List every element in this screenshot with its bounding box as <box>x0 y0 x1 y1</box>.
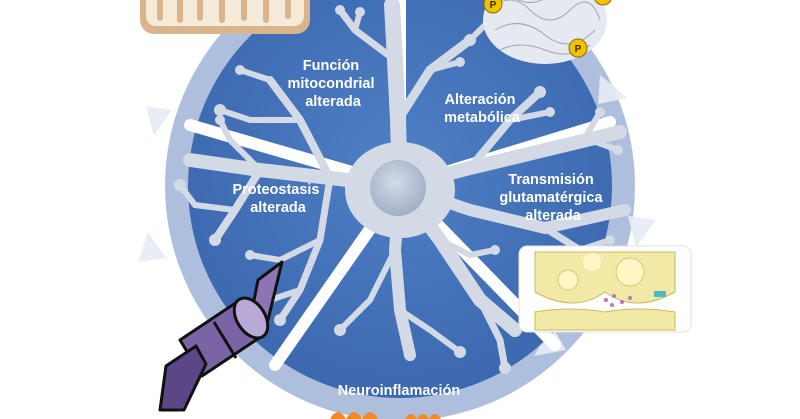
cytokine-icons <box>330 412 441 419</box>
mitochondrion-inset <box>140 0 310 34</box>
dendrite-tips <box>174 5 631 374</box>
label-proteostasis: Proteostasis alterada <box>232 182 323 216</box>
phospho-markers <box>483 0 612 58</box>
phospho-marker-label: P <box>575 44 582 55</box>
label-neuroinflammation: Neuroinflamación <box>338 383 460 399</box>
label-mitochondrial: Función mitocondrial alterada <box>287 58 378 110</box>
protein-filament-icon <box>158 260 284 412</box>
phospho-marker-label: P <box>600 0 607 3</box>
neuron-nucleus <box>370 160 426 216</box>
synapse-inset <box>518 245 692 333</box>
phospho-marker-label: P <box>490 0 497 11</box>
label-metabolic: Alteración metabólica <box>444 92 521 126</box>
label-glutamatergic: Transmisión glutamatérgica alterada <box>499 172 606 224</box>
tau-aggregate: P P P <box>483 0 612 64</box>
